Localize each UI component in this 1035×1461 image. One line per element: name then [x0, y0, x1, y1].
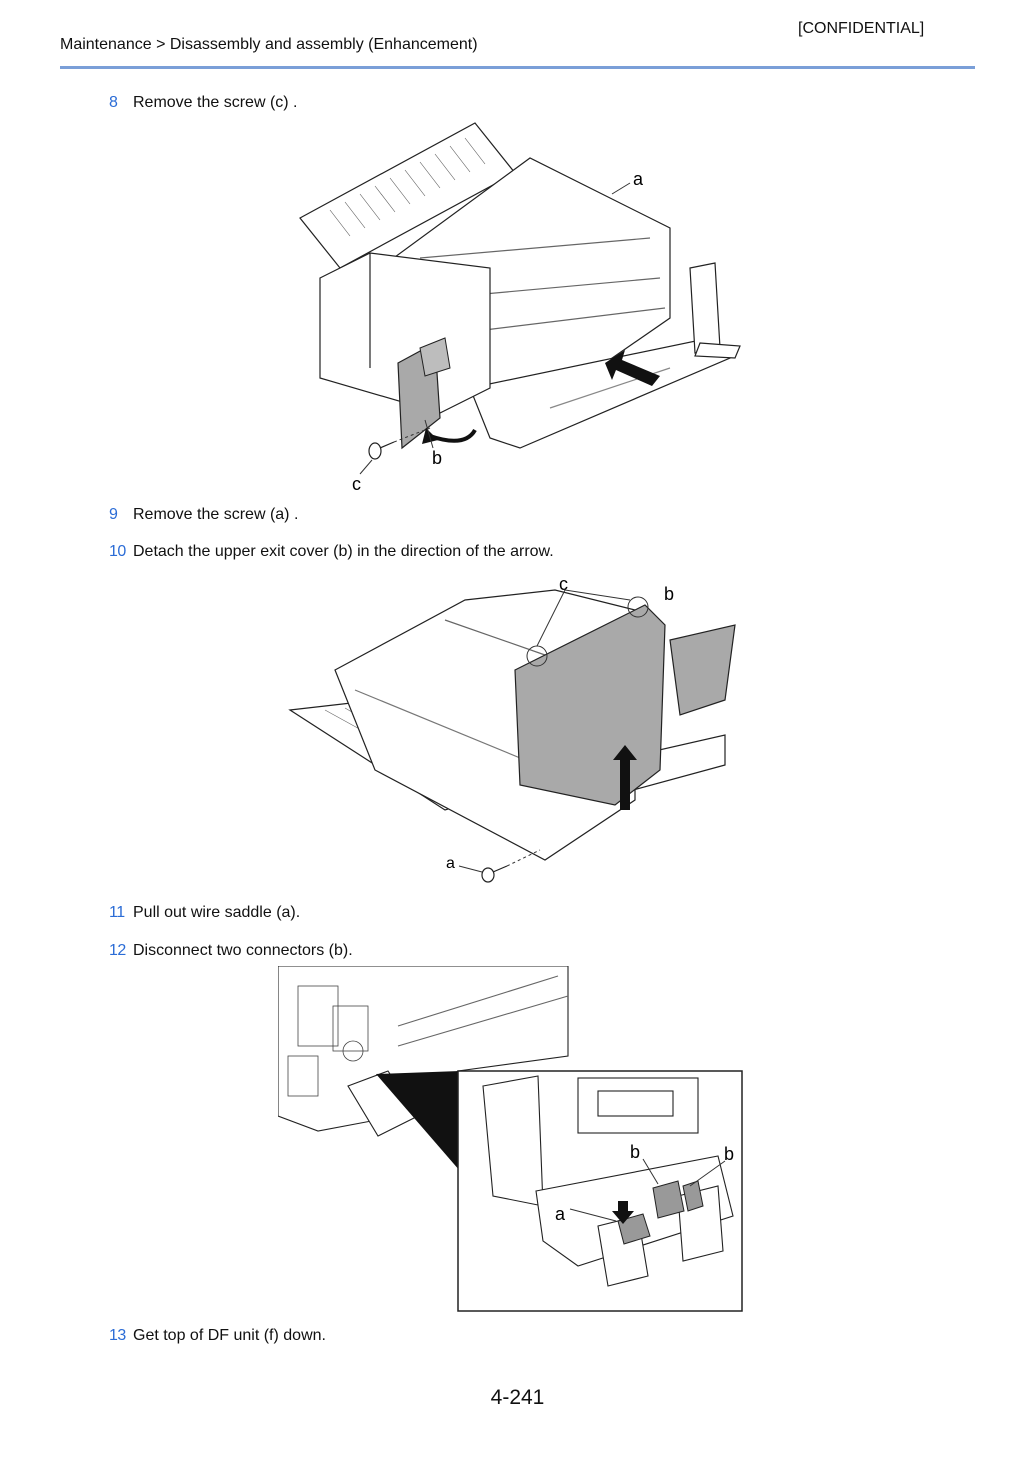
step-11: 11 Pull out wire saddle (a).	[109, 904, 300, 922]
step-text: Get top of DF unit (f) down.	[133, 1327, 326, 1344]
step-text: Pull out wire saddle (a).	[133, 904, 301, 921]
page-number: 4-241	[490, 1386, 545, 1409]
step-text: Disconnect two connectors (b).	[133, 942, 353, 959]
step-13: 13 Get top of DF unit (f) down.	[109, 1327, 326, 1345]
callout-c: c	[559, 574, 568, 594]
step-text: Remove the screw (c) .	[133, 94, 298, 111]
callout-b-left: b	[630, 1142, 640, 1162]
figure-remove-screw-c: a b c	[299, 122, 741, 494]
callout-a: a	[555, 1204, 566, 1224]
callout-a: a	[446, 855, 455, 872]
callout-b: b	[432, 448, 442, 468]
callout-b-right: b	[724, 1144, 734, 1164]
step-number: 9	[109, 506, 118, 523]
header-rule	[60, 66, 975, 69]
callout-b: b	[664, 584, 674, 604]
step-number: 10	[109, 543, 126, 560]
step-number: 8	[109, 94, 118, 111]
step-8: 8 Remove the screw (c) .	[109, 94, 297, 112]
step-number: 12	[109, 942, 126, 959]
figure-disconnect-connectors: a b b	[278, 966, 743, 1312]
confidential-label: [CONFIDENTIAL]	[798, 20, 925, 37]
callout-c: c	[352, 474, 361, 494]
step-10: 10 Detach the upper exit cover (b) in the…	[109, 543, 554, 561]
step-9: 9 Remove the screw (a) .	[109, 506, 298, 524]
step-text: Remove the screw (a) .	[133, 506, 299, 523]
figure-detach-exit-cover: a b c	[288, 574, 736, 883]
step-text: Detach the upper exit cover (b) in the d…	[133, 543, 554, 560]
step-number: 11	[109, 904, 125, 921]
callout-a: a	[633, 169, 644, 189]
breadcrumb: Maintenance > Disassembly and assembly (…	[60, 36, 478, 53]
step-number: 13	[109, 1327, 126, 1344]
step-12: 12 Disconnect two connectors (b).	[109, 942, 353, 960]
